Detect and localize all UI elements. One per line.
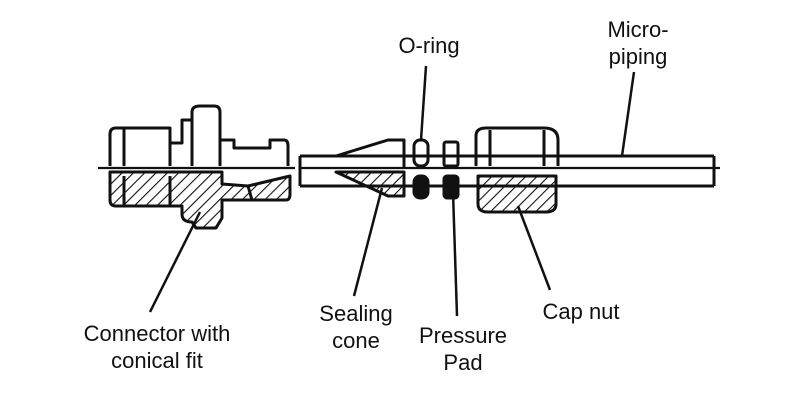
- label-pressure-pad: Pressure Pad: [408, 322, 518, 376]
- label-connector-with-conical-fit: Connector with conical fit: [62, 320, 252, 374]
- label-connector-line2: conical fit: [111, 348, 203, 373]
- leader-cap-nut: [516, 205, 552, 291]
- label-sealing-cone: Sealing cone: [306, 300, 406, 354]
- pressure-pad-part: [442, 140, 460, 200]
- leader-micro-piping: [620, 71, 636, 157]
- label-sealing-cone-line1: Sealing: [319, 301, 393, 326]
- leader-connector: [148, 211, 202, 313]
- label-micro-piping: Micro- piping: [588, 16, 688, 70]
- label-cap-nut: Cap nut: [526, 298, 636, 325]
- connector-part: [108, 104, 292, 230]
- label-cap-nut-line1: Cap nut: [542, 299, 620, 324]
- label-sealing-cone-line2: cone: [332, 328, 380, 353]
- label-micro-piping-line1: Micro-: [607, 17, 669, 42]
- label-o-ring: O-ring: [384, 32, 474, 59]
- label-micro-piping-line2: piping: [608, 44, 668, 69]
- label-o-ring-line1: O-ring: [398, 33, 460, 58]
- leader-sealing-cone: [352, 187, 384, 297]
- sealing-cone-part: [298, 138, 406, 198]
- leader-o-ring: [419, 65, 428, 141]
- label-pressure-pad-line2: Pad: [443, 350, 483, 375]
- leader-pressure-pad: [451, 191, 459, 317]
- micro-piping-part: [336, 154, 716, 188]
- label-pressure-pad-line1: Pressure: [418, 323, 508, 348]
- cap-nut-part: [474, 126, 560, 214]
- label-connector-line1: Connector with: [83, 321, 231, 346]
